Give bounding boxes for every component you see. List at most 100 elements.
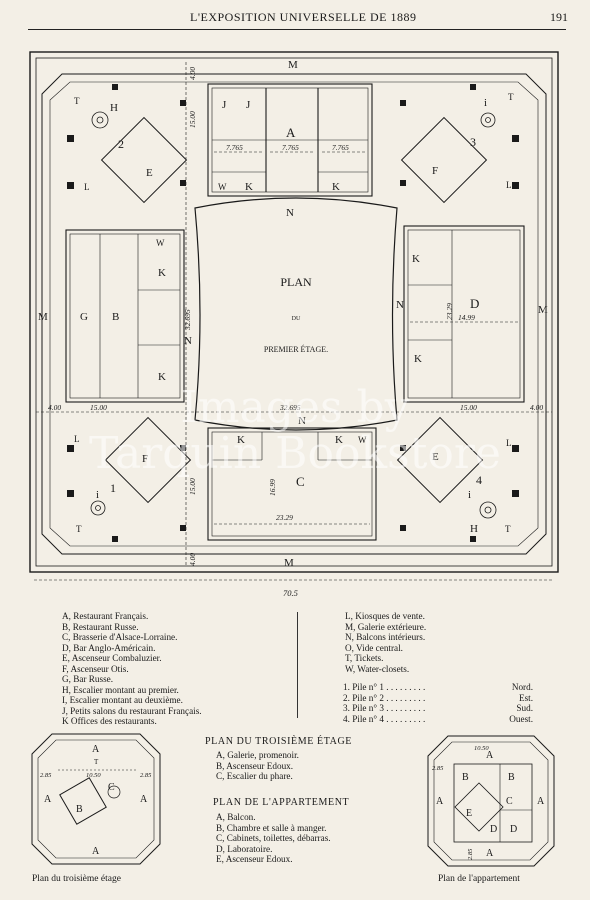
plan-title-main: PLAN [280, 275, 312, 289]
dim-400-b: 4.00 [530, 403, 543, 412]
legend-item: H, Escalier montant au premier. [62, 684, 179, 695]
ap-dim-c: 2.85 [467, 848, 474, 860]
legend-item: F, Ascenseur Otis. [62, 663, 129, 674]
label-n-bottom: N [298, 415, 306, 427]
svg-text:C: C [506, 796, 513, 807]
apartment-item: D, Laboratoire. [216, 843, 273, 854]
label-n-left: N [184, 335, 192, 347]
tf-dim-c: 2.85 [140, 772, 152, 779]
svg-text:A: A [486, 750, 494, 761]
apartment-item: A, Balcon. [216, 812, 256, 822]
label-a: A [286, 125, 296, 140]
legend-item: L, Kiosques de vente. [345, 611, 425, 621]
apartment-item: E, Ascenseur Edoux. [216, 854, 293, 864]
svg-text:D: D [490, 824, 497, 835]
third-floor-item: A, Galerie, promenoir. [216, 750, 299, 760]
dim-1500-c: 15.00 [188, 111, 197, 128]
pile-label: 4. Pile n° 4 . . . . . . . . . [343, 713, 426, 724]
svg-text:A: A [92, 846, 100, 857]
pile-corners [100, 116, 488, 504]
corner-1: 1 [110, 481, 116, 495]
apartment-item: B, Chambre et salle à manger. [216, 822, 327, 833]
pillars [67, 84, 519, 542]
label-m-right: M [538, 304, 548, 316]
svg-text:B: B [462, 772, 469, 783]
legend-item: T, Tickets. [345, 653, 384, 663]
page-number: 191 [550, 10, 568, 24]
dim-2329-b: 23.29 [445, 303, 454, 320]
corner-2: 2 [118, 137, 124, 151]
label-k6: K [414, 353, 422, 365]
dim-32695-a: 32.695 [279, 403, 301, 412]
svg-text:D: D [510, 824, 517, 835]
svg-text:T: T [94, 758, 99, 766]
legend-item: M, Galerie extérieure. [345, 621, 427, 632]
third-floor-item: C, Escalier du phare. [216, 771, 293, 781]
label-w2: W [156, 238, 165, 248]
legend-item: K Offices des restaurants. [62, 716, 157, 726]
galerie-inner [49, 81, 539, 547]
dim-1500-a: 15.00 [90, 403, 107, 412]
label-k7: K [237, 434, 245, 446]
block-left-b [65, 229, 185, 403]
tf-dim-a: 2.85 [40, 772, 52, 779]
label-l3: L [74, 434, 80, 444]
label-w1: W [218, 182, 227, 192]
svg-text:B: B [508, 772, 515, 783]
dim-1500-b: 15.00 [460, 403, 477, 412]
header-rule [28, 29, 566, 30]
pile-dir: Est. [518, 692, 533, 703]
apartment-caption: Plan de l'appartement [438, 874, 520, 884]
label-d: D [470, 296, 479, 311]
label-k3: K [158, 267, 166, 279]
dim-32695-b: 32.695 [183, 309, 192, 331]
pile-label: 2. Pile n° 2 . . . . . . . . . [343, 692, 426, 703]
dim-400-c: 4.00 [188, 67, 197, 80]
pile-label: 1. Pile n° 1 . . . . . . . . . [343, 682, 426, 692]
dim-1500-d: 15.00 [188, 478, 197, 495]
corner-3: 3 [470, 135, 476, 149]
block-bottom-c [207, 427, 377, 541]
outer-frame-inner [35, 57, 553, 567]
label-j1: J [222, 99, 227, 111]
running-title: L'EXPOSITION UNIVERSELLE DE 1889 [190, 10, 417, 24]
block-top-a [207, 83, 373, 197]
pile-dir: Nord. [511, 682, 533, 692]
label-w3: W [358, 435, 367, 445]
apartment-heading: PLAN DE L'APPARTEMENT [213, 797, 350, 808]
galerie-outline [41, 73, 547, 555]
plan-title-sub: PREMIER ÉTAGE. [264, 344, 328, 354]
label-f2: F [142, 453, 148, 465]
pile-row: 2. Pile n° 2 . . . . . . . . . Est. [343, 693, 533, 704]
dim-70: 70.5 [283, 588, 298, 598]
plan-title-du: DU [292, 316, 301, 322]
tf-dim-b: 10.50 [86, 772, 101, 779]
third-floor-item: B, Ascenseur Edoux. [216, 760, 294, 771]
legend-item: J, Petits salons du restaurant Français. [62, 705, 202, 716]
label-k8: K [335, 434, 343, 446]
label-b: B [112, 311, 119, 323]
outer-frame [29, 51, 559, 573]
dim-1499-b: 16.99 [268, 479, 277, 496]
dim-7765-c: 7.765 [332, 143, 349, 152]
pile-label: 3. Pile n° 3 . . . . . . . . . [343, 703, 426, 713]
label-m-bottom: M [284, 557, 294, 569]
third-floor-items: A, Galerie, promenoir. B, Ascenseur Edou… [216, 750, 299, 782]
label-m-left: M [38, 311, 48, 323]
label-t3: T [76, 524, 82, 534]
pile-dir: Sud. [516, 703, 533, 713]
label-m-top: M [288, 59, 298, 71]
label-f1: F [432, 165, 438, 177]
central-void [194, 197, 398, 431]
block-right-d [403, 225, 525, 403]
label-l1: L [84, 182, 90, 192]
label-h2: H [470, 523, 478, 535]
dim-7765-a: 7.765 [226, 143, 243, 152]
label-k2: K [332, 181, 340, 193]
dim-400-d: 4.00 [188, 553, 197, 566]
apartment-item: C, Cabinets, toilettes, débarras. [216, 833, 331, 843]
plan-title: PLAN DU PREMIER ÉTAGE. [264, 275, 328, 354]
label-i1: i [484, 97, 487, 109]
